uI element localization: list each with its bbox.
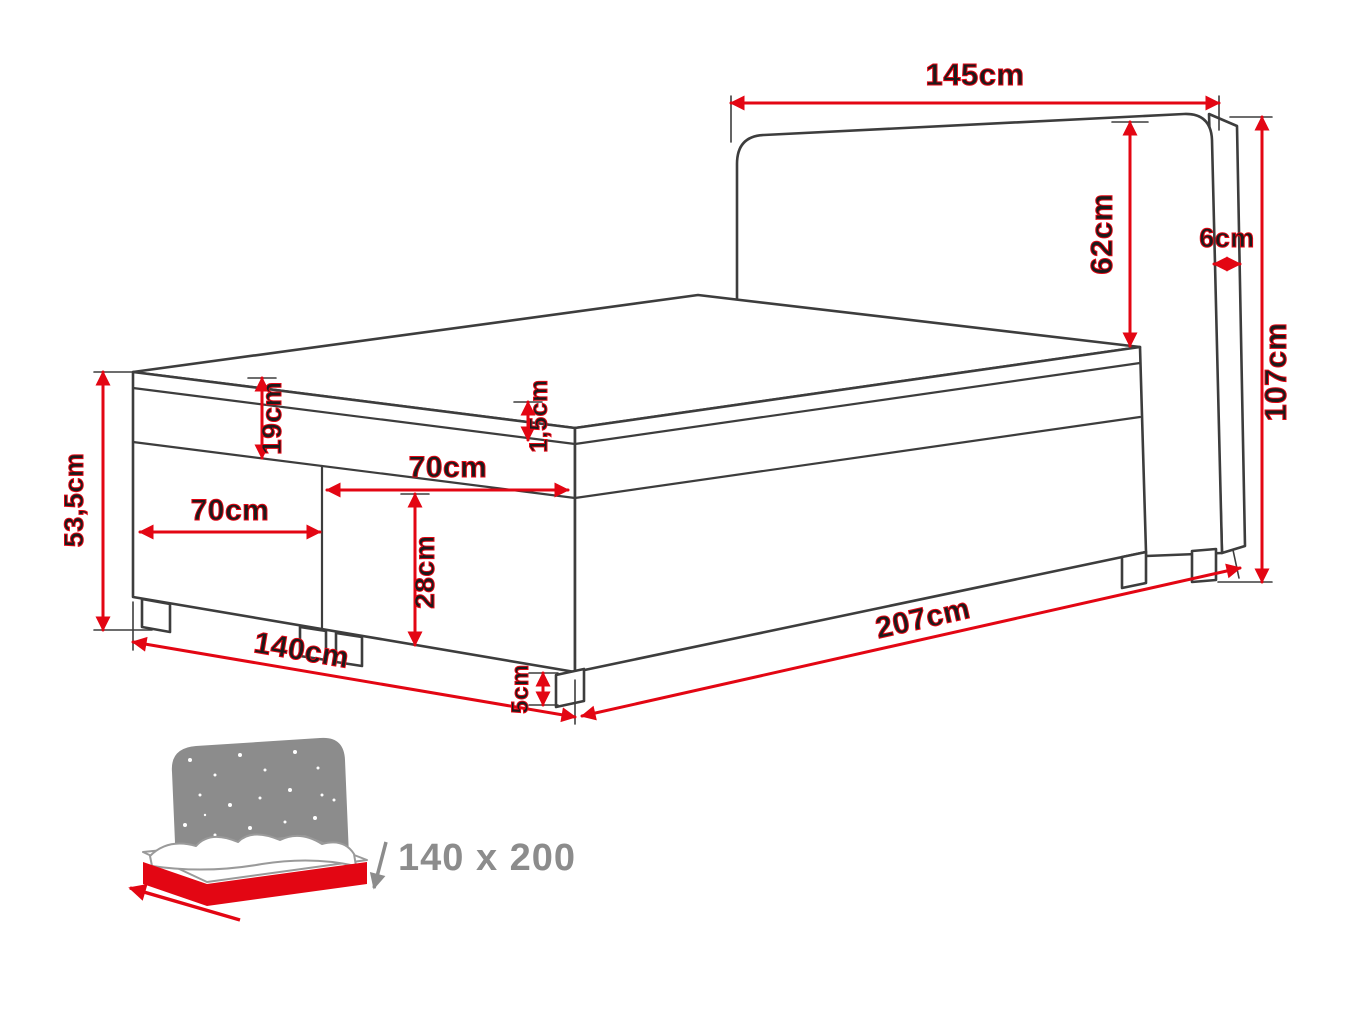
dimension-label: 1,5cm bbox=[525, 379, 553, 452]
dimension-leg-height: 5cm bbox=[507, 664, 559, 714]
dimension-topper-height: 1,5cm bbox=[513, 379, 554, 453]
dimension-label: 5cm bbox=[507, 664, 534, 714]
dimension-mattress-height: 19cm bbox=[247, 376, 288, 460]
dimension-half-width-right: 70cm bbox=[325, 451, 570, 498]
bed-size-icon bbox=[128, 737, 388, 922]
dimension-base-height: 28cm bbox=[400, 492, 441, 647]
icon-mattress-front bbox=[143, 862, 207, 906]
dimension-headboard-height: 62cm bbox=[1084, 120, 1149, 348]
dimension-side-height: 53,5cm bbox=[59, 370, 153, 632]
dimension-total-height: 107cm bbox=[1217, 115, 1294, 584]
dimension-label: 107cm bbox=[1258, 322, 1293, 421]
width-arrow-icon bbox=[128, 883, 241, 922]
leg-front-corner bbox=[554, 667, 586, 709]
dimension-label: 53,5cm bbox=[59, 453, 89, 548]
seams bbox=[131, 361, 1142, 631]
dimension-label: 145cm bbox=[925, 57, 1024, 92]
dimension-label: 6cm bbox=[1199, 223, 1255, 253]
length-arrow-icon bbox=[369, 841, 388, 890]
size-badge: 140 x 200 bbox=[128, 737, 576, 922]
dimension-label: 19cm bbox=[256, 381, 287, 455]
size-label: 140 x 200 bbox=[398, 837, 576, 879]
dimension-label: 70cm bbox=[409, 451, 488, 484]
icon-headboard bbox=[171, 737, 349, 866]
icon-duvet bbox=[149, 833, 357, 871]
bed-base bbox=[131, 293, 1148, 674]
dimensions: 145cm 62cm 6cm 107cm 1,5cm bbox=[59, 57, 1294, 725]
icon-mattress-side bbox=[207, 862, 367, 906]
dimension-label: 62cm bbox=[1084, 193, 1119, 274]
dimension-line bbox=[131, 636, 577, 723]
dimension-line bbox=[580, 563, 1242, 721]
dimension-headboard-width: 145cm bbox=[729, 57, 1221, 143]
dimension-headboard-thickness: 6cm bbox=[1199, 223, 1255, 272]
dimension-label: 28cm bbox=[409, 535, 440, 609]
leg-front-left bbox=[140, 597, 172, 634]
leg-back-corner bbox=[1120, 550, 1148, 590]
dimension-half-width-left: 70cm bbox=[138, 494, 322, 540]
mattress-welt-seam bbox=[131, 361, 1142, 446]
mattress-bottom-seam bbox=[131, 415, 1142, 500]
dimension-label: 70cm bbox=[191, 494, 270, 527]
